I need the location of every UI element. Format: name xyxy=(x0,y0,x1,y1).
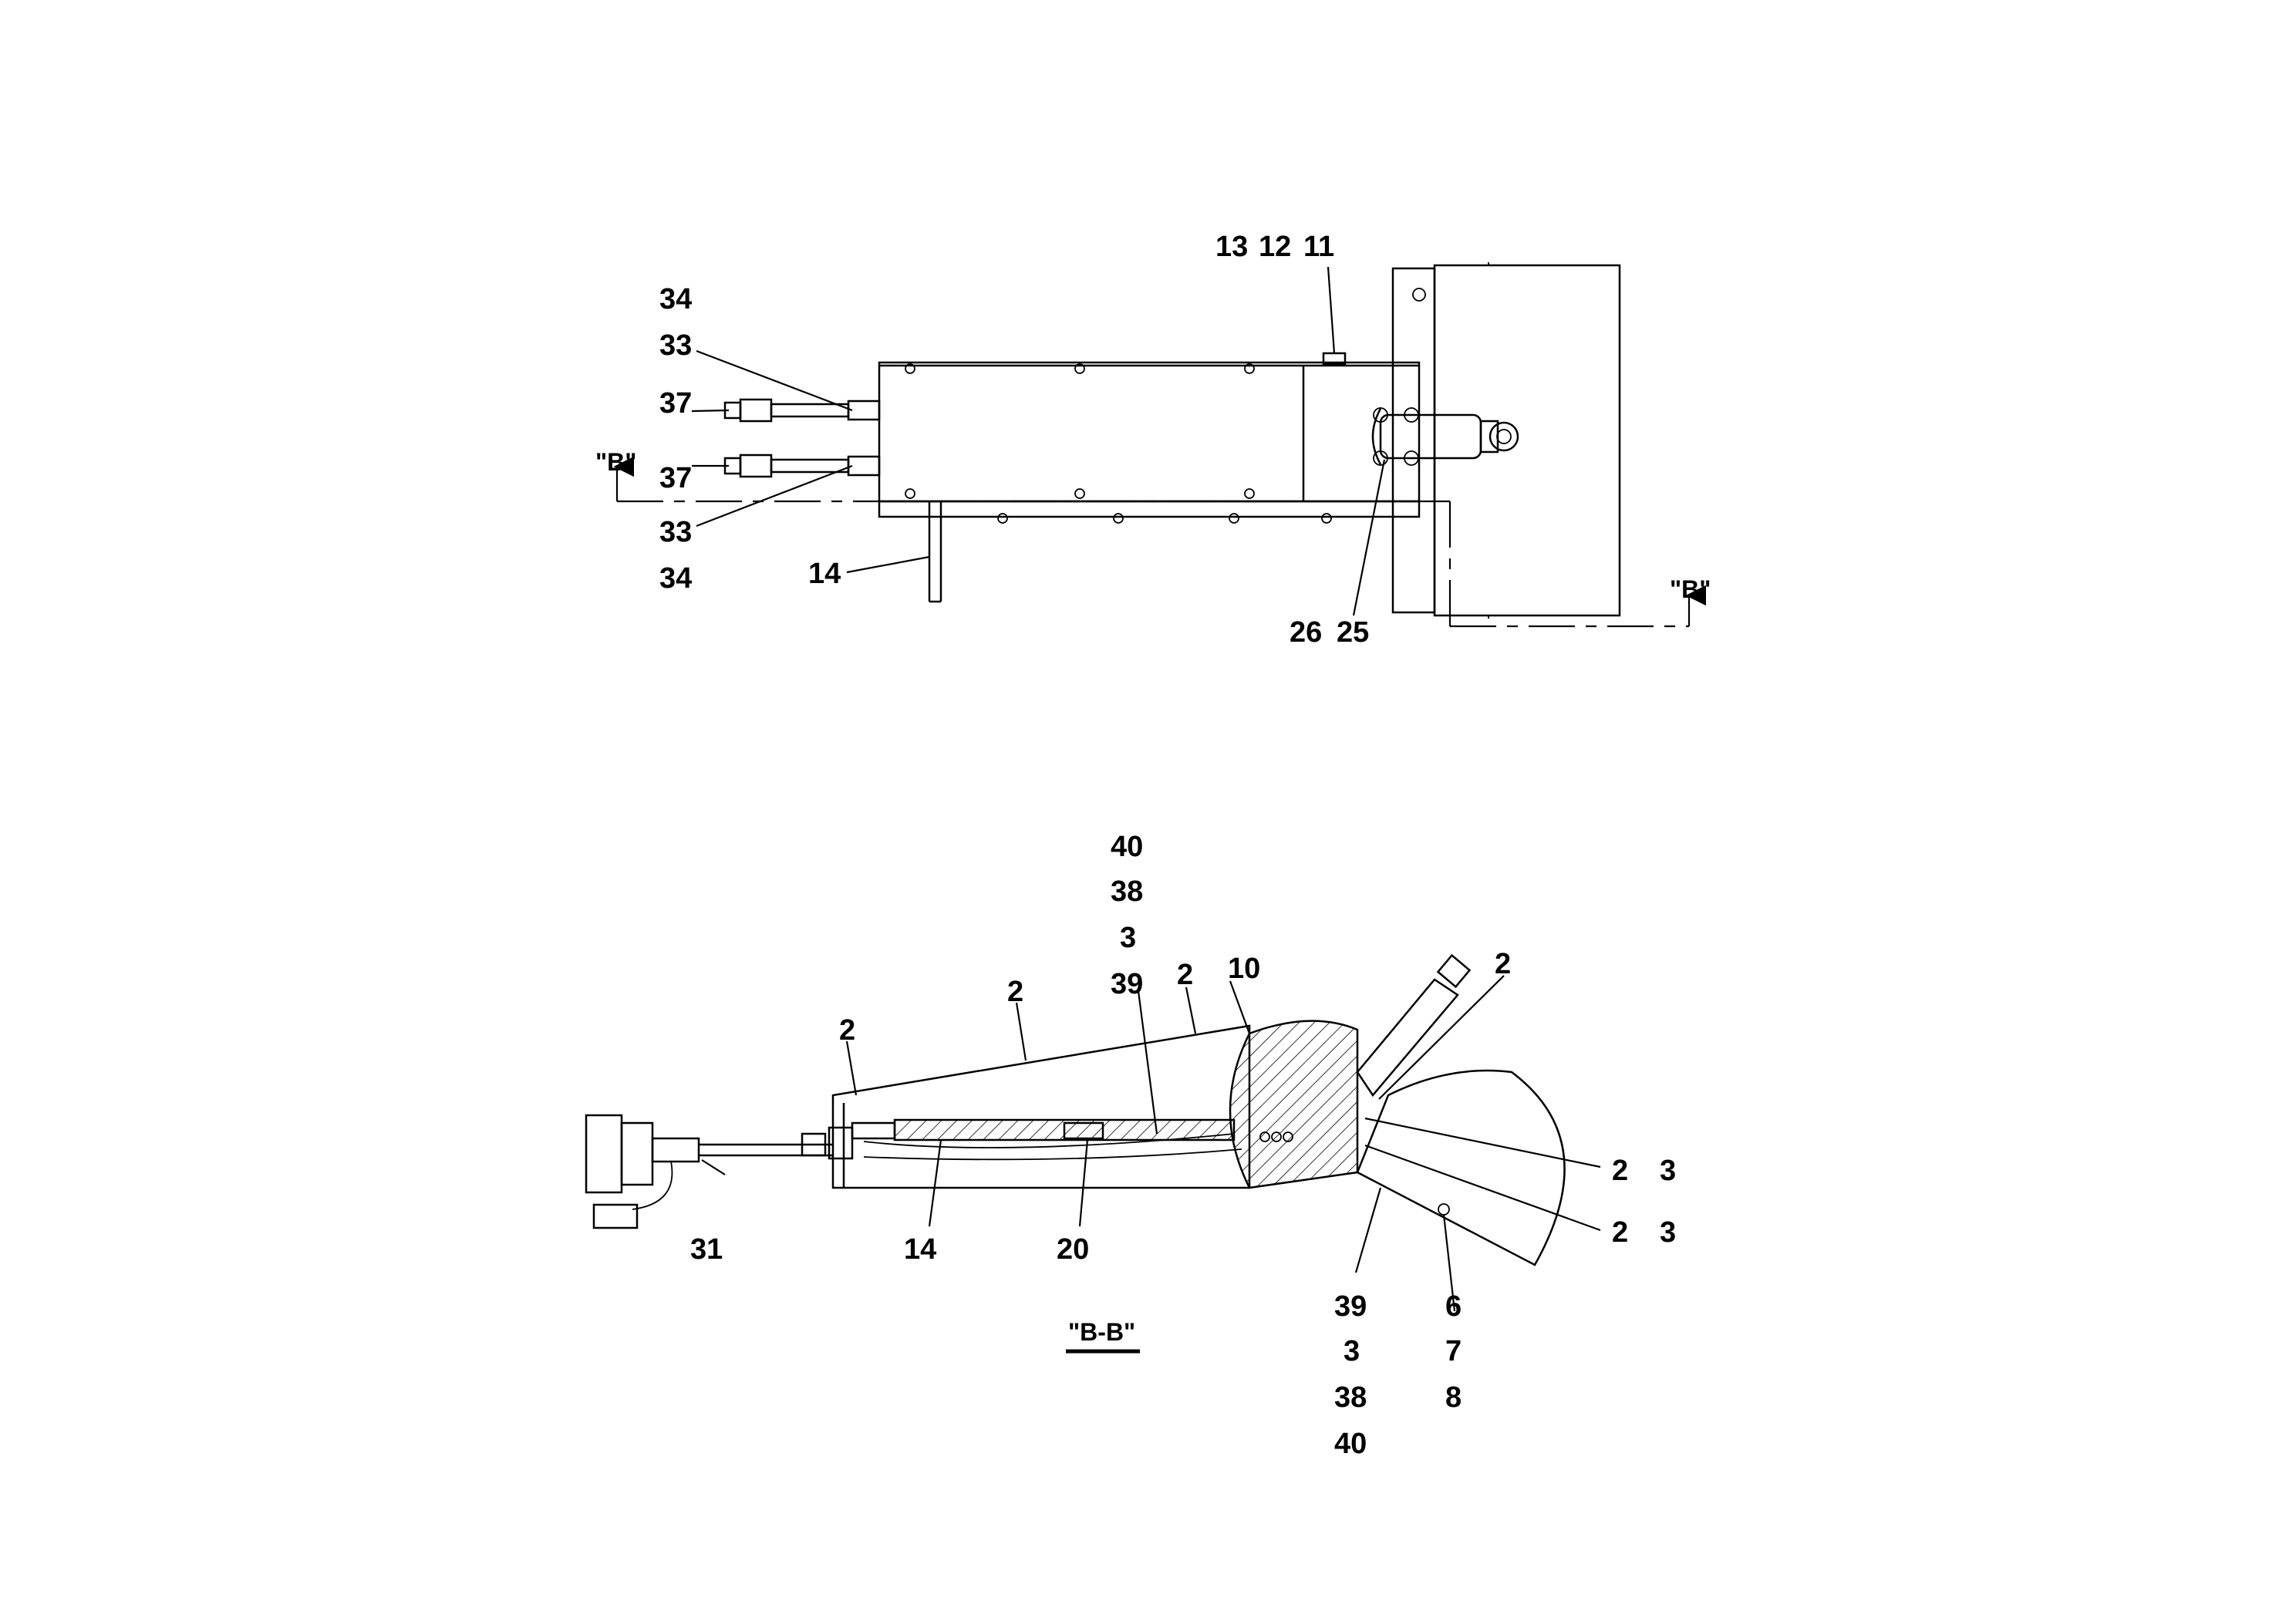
label-34-top: 34 xyxy=(659,283,692,315)
section-view: 40 38 3 39 2 2 2 10 2 2 3 2 3 31 14 20 3… xyxy=(585,831,1676,1460)
label-33-top: 33 xyxy=(659,329,692,362)
hub xyxy=(1229,1020,1359,1189)
guard xyxy=(1356,1069,1566,1266)
label-40-lower: 40 xyxy=(1334,1428,1367,1460)
label-2-c: 2 xyxy=(1177,959,1193,991)
label-3-right-a: 3 xyxy=(1660,1155,1676,1187)
main-body xyxy=(878,361,1421,503)
section-marker-left: "B" xyxy=(595,448,636,476)
label-12: 12 xyxy=(1259,231,1291,263)
mounting-plate xyxy=(1391,267,1436,614)
label-20: 20 xyxy=(1057,1233,1089,1266)
label-2-b: 2 xyxy=(1007,976,1023,1008)
label-38-lower: 38 xyxy=(1334,1381,1367,1414)
label-34-bottom: 34 xyxy=(659,562,692,595)
label-39-lower: 39 xyxy=(1334,1290,1367,1323)
section-marker-right: "B" xyxy=(1670,575,1711,603)
label-14-section: 14 xyxy=(904,1233,936,1266)
label-2-right-a: 2 xyxy=(1612,1155,1628,1187)
label-13: 13 xyxy=(1215,231,1248,263)
label-3-lower: 3 xyxy=(1344,1335,1360,1367)
section-title: "B-B" xyxy=(1068,1318,1135,1346)
top-view: 34 33 37 37 33 34 14 13 12 11 26 25 "B" … xyxy=(595,231,1711,649)
label-33-bottom: 33 xyxy=(659,516,692,548)
label-3-upper: 3 xyxy=(1120,922,1136,954)
label-3-right-b: 3 xyxy=(1660,1216,1676,1249)
label-14-top: 14 xyxy=(808,558,841,590)
label-11: 11 xyxy=(1303,231,1334,263)
label-39-upper: 39 xyxy=(1111,968,1143,1000)
label-38-upper: 38 xyxy=(1111,875,1143,908)
label-2-right-b: 2 xyxy=(1612,1216,1628,1249)
label-26: 26 xyxy=(1290,616,1322,649)
label-2-a: 2 xyxy=(839,1014,855,1047)
outer-shell xyxy=(831,1024,1251,1189)
label-25: 25 xyxy=(1337,616,1369,649)
label-40-upper: 40 xyxy=(1111,831,1143,863)
label-37-bottom: 37 xyxy=(659,462,692,494)
label-7: 7 xyxy=(1445,1335,1462,1367)
label-10: 10 xyxy=(1228,953,1260,985)
label-31: 31 xyxy=(690,1233,723,1266)
housing-box xyxy=(1433,264,1621,617)
label-2-d: 2 xyxy=(1495,948,1511,980)
label-37-top: 37 xyxy=(659,387,692,420)
label-8: 8 xyxy=(1445,1381,1462,1414)
label-6: 6 xyxy=(1445,1290,1462,1323)
